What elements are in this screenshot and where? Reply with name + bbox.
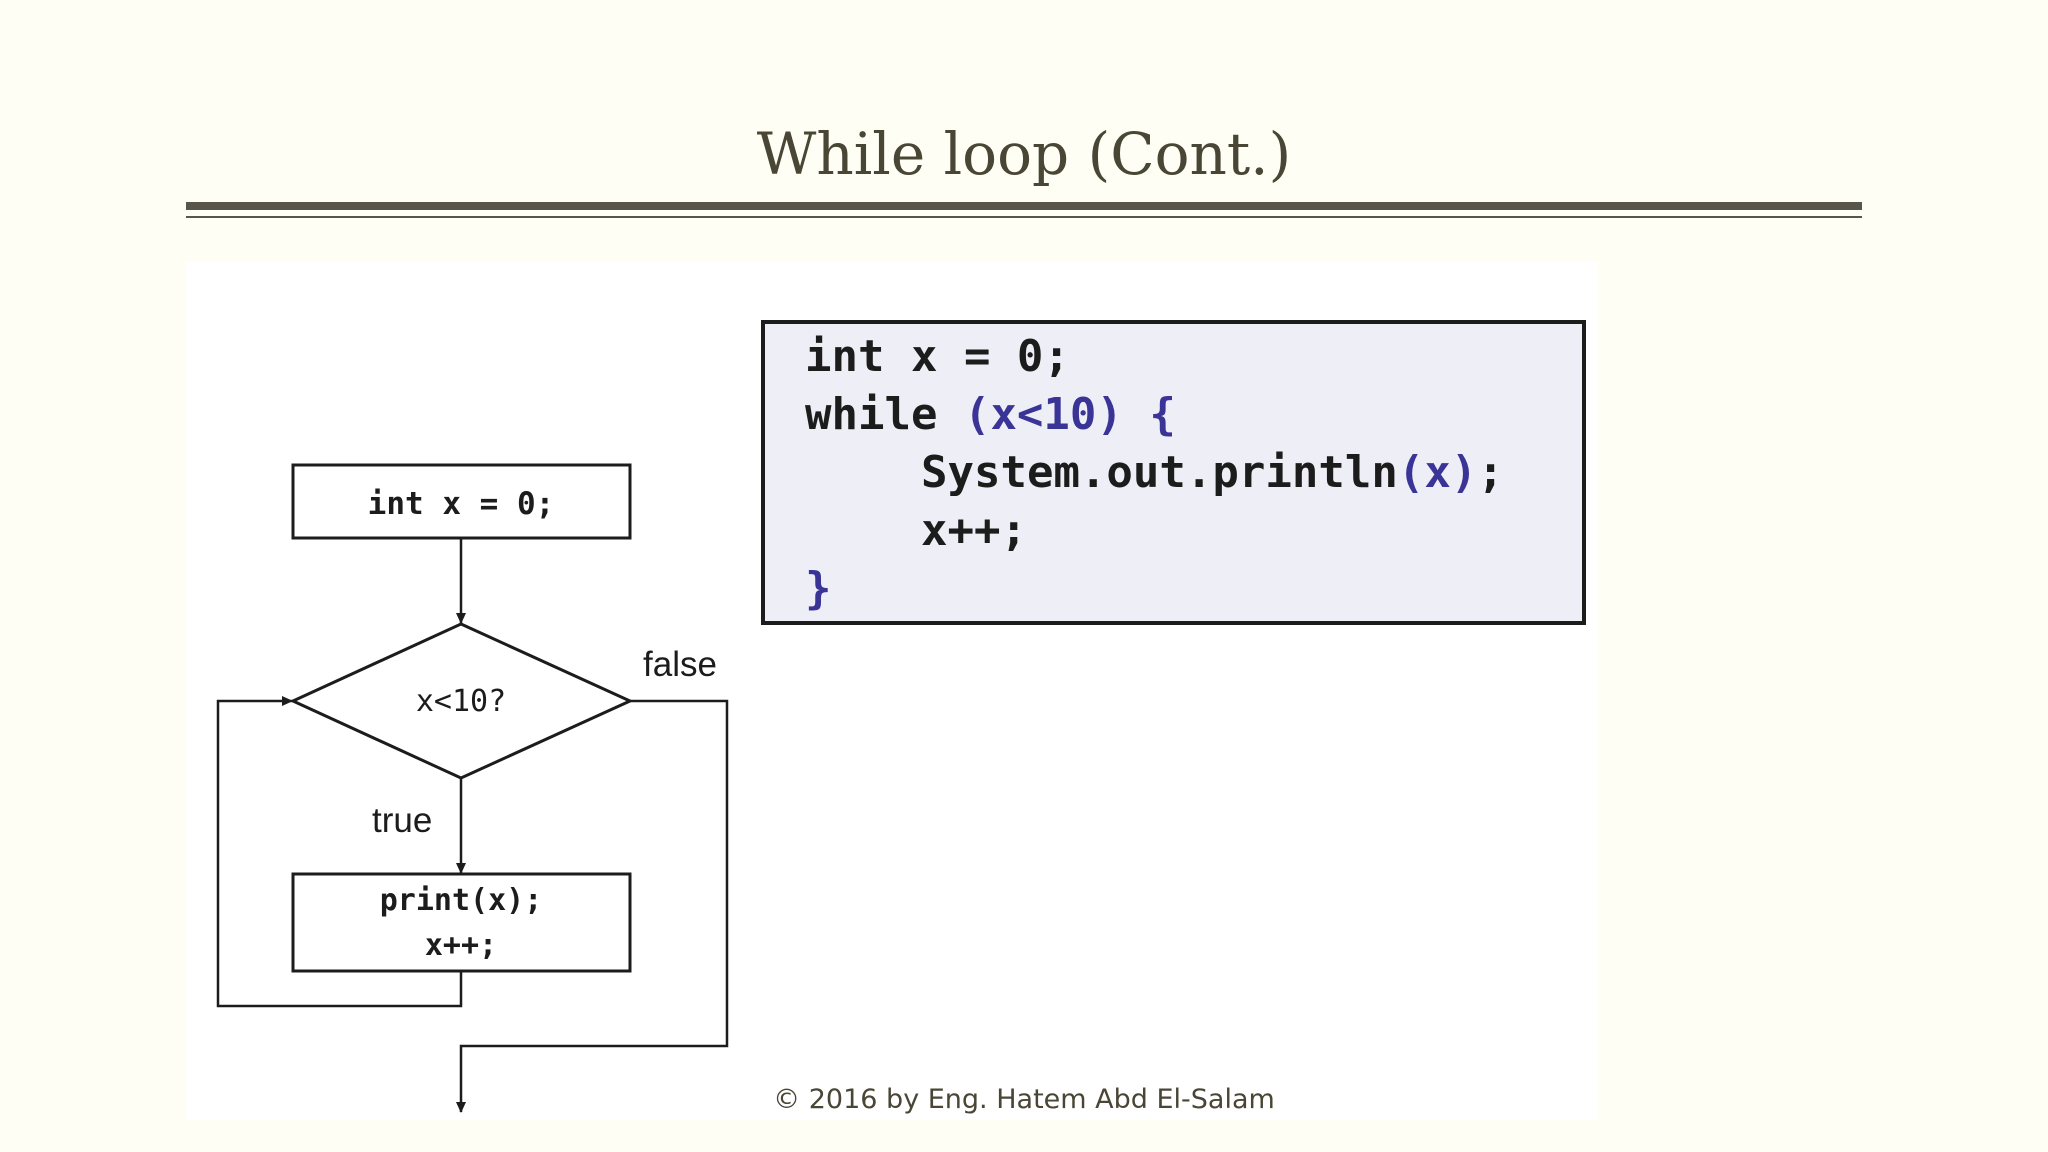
true-label: true [372, 801, 432, 840]
code-line-3: System.out.println(x); [921, 444, 1504, 502]
code-println-args: (x) [1397, 447, 1478, 498]
title-divider-thin [186, 216, 1862, 218]
code-line-1: int x = 0; [805, 331, 1070, 382]
false-label: false [643, 645, 717, 684]
arrow-false-exit [456, 699, 729, 1113]
code-while-keyword: while [805, 389, 964, 440]
title-divider-thick [186, 202, 1862, 210]
init-box [291, 463, 632, 540]
code-line-4: x++; [921, 505, 1027, 556]
code-line-5: } [805, 563, 832, 614]
code-while-condition: (x<10) { [963, 389, 1176, 440]
arrow-loop-back [216, 696, 463, 1008]
code-line-2: while (x<10) { [805, 386, 1176, 444]
init-box-label: int x = 0; [368, 486, 555, 522]
flowchart-diagram: int x = 0; x<10? false true print(x); x+… [216, 463, 729, 1113]
slide-title: While loop (Cont.) [756, 120, 1292, 188]
condition-label: x<10? [416, 684, 506, 719]
copyright-footer: © 2016 by Eng. Hatem Abd El-Salam [773, 1084, 1275, 1115]
body-line-print: print(x); [380, 883, 543, 918]
code-statement-end: ; [1477, 447, 1504, 498]
code-listing: int x = 0; while (x<10) { System.out.pri… [761, 320, 1586, 625]
body-box [291, 872, 632, 973]
body-line-increment: x++; [425, 928, 497, 963]
code-println-call: System.out.println [921, 447, 1398, 498]
